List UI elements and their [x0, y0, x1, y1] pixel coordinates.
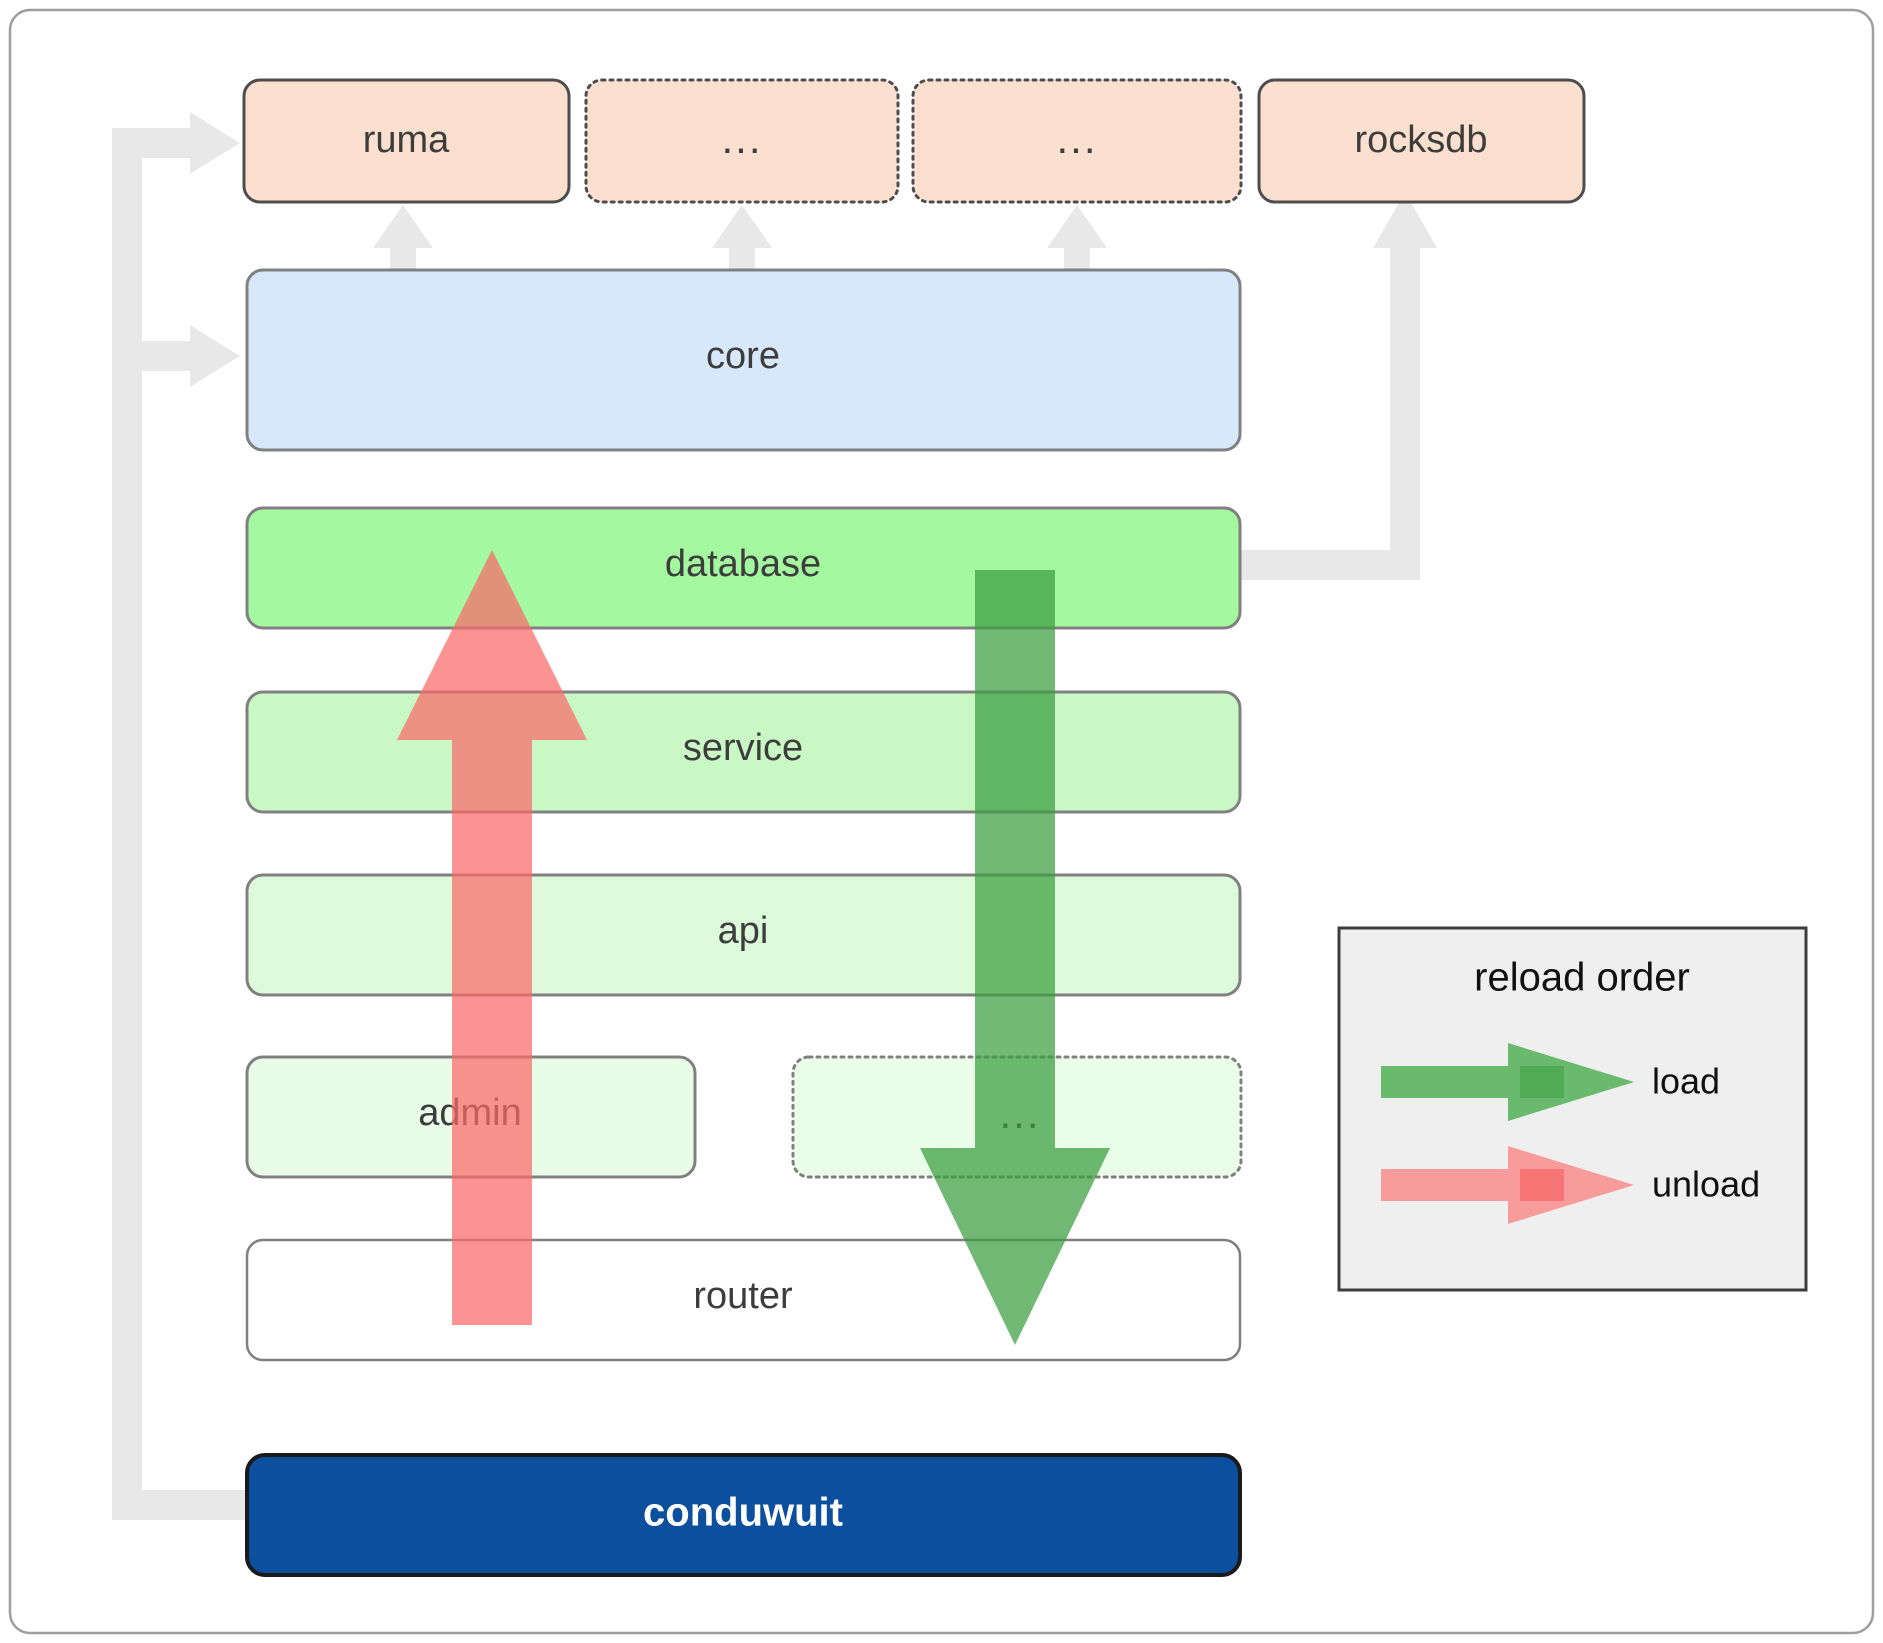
load-arrow-shaft — [975, 570, 1055, 1250]
node-rocksdb-label: rocksdb — [1354, 119, 1487, 161]
node-ext-dots-1[interactable]: ... — [584, 78, 900, 204]
node-ext-dots-2[interactable]: ... — [911, 78, 1243, 204]
load-flow-arrow — [920, 570, 1110, 1345]
node-api[interactable]: api — [245, 873, 1242, 997]
arrow-core-to-ext-dots-1 — [712, 205, 772, 275]
legend-load-arrow-icon — [1381, 1043, 1634, 1121]
load-arrow-head — [920, 1148, 1110, 1345]
connector-trunk-to-conduwuit — [112, 1490, 247, 1520]
legend-load-label: load — [1652, 1061, 1720, 1102]
node-core-label: core — [706, 335, 780, 377]
connector-branch-ruma-arrowhead — [190, 112, 240, 174]
node-database-label: database — [665, 543, 821, 585]
connector-branch-ruma-stem — [112, 128, 197, 158]
node-router[interactable]: router — [245, 1238, 1242, 1362]
node-ext-dots-1-label: ... — [721, 115, 762, 162]
node-service[interactable]: service — [245, 690, 1242, 814]
core-to-external-arrows — [373, 205, 1107, 275]
node-database[interactable]: database — [245, 506, 1242, 630]
node-service-label: service — [683, 727, 803, 769]
connector-branch-core-stem — [112, 341, 197, 371]
connector-branch-core-arrowhead — [190, 325, 240, 387]
diagram-frame — [8, 8, 1875, 1635]
legend-unload-arrow-icon — [1381, 1146, 1634, 1224]
connector-trunk-vertical — [112, 128, 142, 1520]
gray-connectors — [112, 112, 1437, 1520]
legend-item-unload: unload — [1381, 1146, 1760, 1224]
legend-item-load: load — [1381, 1043, 1720, 1121]
external-crate-row: ruma ... ... rocksdb — [242, 78, 1586, 204]
unload-arrow-shaft — [452, 650, 532, 1325]
node-router-label: router — [693, 1275, 793, 1317]
node-conduwuit-label: conduwuit — [643, 1491, 843, 1535]
connector-database-rocksdb-vertical — [1390, 240, 1420, 580]
legend-title: reload order — [1474, 956, 1690, 1000]
arrow-core-to-ext-dots-2 — [1047, 205, 1107, 275]
legend-unload-label: unload — [1652, 1164, 1760, 1205]
node-ruma[interactable]: ruma — [242, 78, 571, 204]
arrow-core-to-ruma — [373, 205, 433, 275]
node-ext-dots-2-label: ... — [1056, 115, 1097, 162]
unload-arrow-head — [397, 550, 587, 740]
connector-database-rocksdb-arrowhead — [1373, 192, 1437, 248]
node-ruma-label: ruma — [363, 119, 450, 161]
legend-panel: reload order load unload — [1337, 926, 1808, 1292]
legend-background — [1337, 926, 1808, 1292]
node-core[interactable]: core — [245, 268, 1242, 452]
node-api-label: api — [718, 910, 769, 952]
node-rocksdb[interactable]: rocksdb — [1257, 78, 1586, 204]
unload-flow-arrow — [397, 550, 587, 1325]
node-conduwuit[interactable]: conduwuit — [245, 1453, 1242, 1577]
